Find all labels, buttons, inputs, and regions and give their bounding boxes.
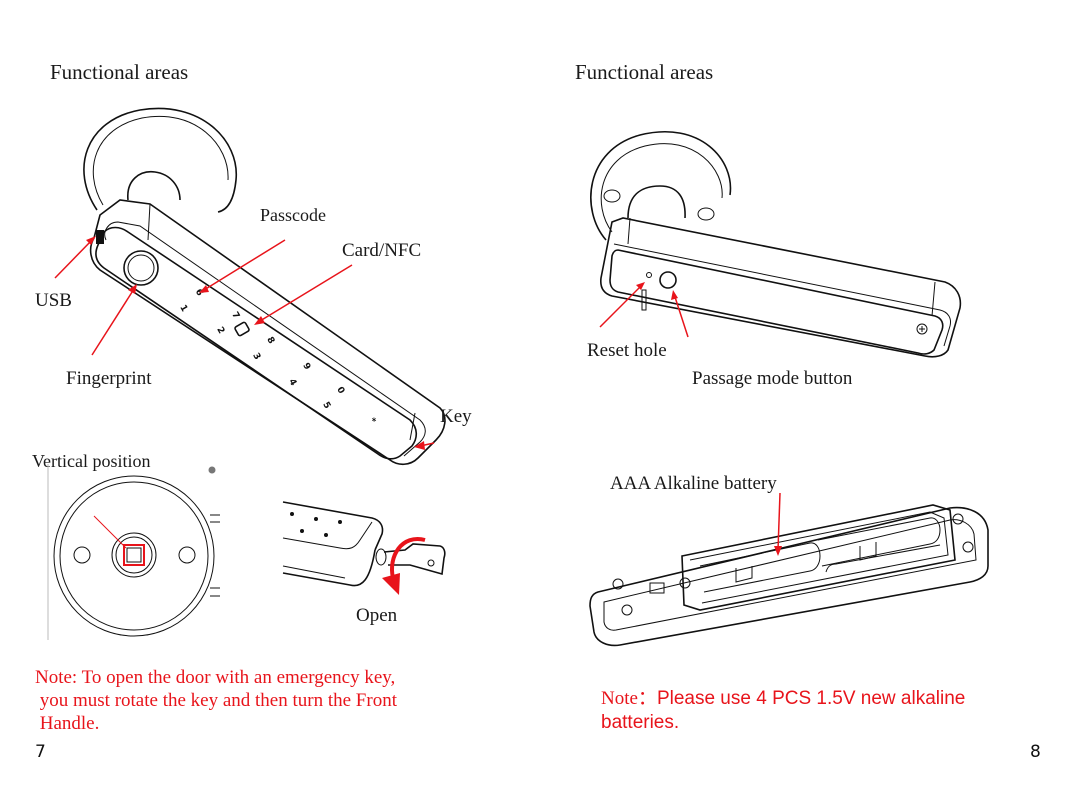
- screw-hole-right: [178, 546, 196, 564]
- card-reader-icon: [234, 321, 250, 337]
- rotate-arrow: [390, 537, 426, 579]
- screw-boss-right: [697, 207, 715, 221]
- battery-1: [699, 542, 821, 593]
- usb-port: [96, 230, 104, 244]
- card-nfc-arrow: [254, 264, 353, 325]
- page-7-note: Note: To open the door with an emergency…: [35, 666, 397, 735]
- page-7-title: Functional areas: [50, 60, 189, 84]
- keypad-digit-4: 4: [286, 377, 298, 387]
- keypad-digit-2: 2: [214, 325, 226, 335]
- keypad-digit-6: 6: [193, 288, 205, 298]
- keypad-digit-5: 5: [320, 400, 332, 410]
- page-number-7: 7: [35, 742, 46, 762]
- screw-boss-left: [603, 189, 621, 203]
- reset-pin: [641, 289, 647, 311]
- fingerprint-sensor: [123, 250, 159, 286]
- note-line-2: batteries.: [601, 712, 680, 733]
- keypad-digit-0: 0: [334, 385, 346, 395]
- reset-hole: [646, 272, 652, 278]
- keypad-digit-star: *: [366, 416, 377, 425]
- rose-outline: [83, 107, 237, 213]
- switch: [649, 582, 665, 594]
- screw-hole-left: [73, 546, 91, 564]
- card-nfc-label: Card/NFC: [342, 240, 422, 261]
- passage-mode-button: [659, 271, 677, 289]
- page-8-note: Note：Please use 4 PCS 1.5V new alkaline …: [601, 687, 965, 734]
- reset-hole-label: Reset hole: [587, 340, 667, 361]
- keypad-digit-9: 9: [300, 361, 312, 371]
- back-plate: [589, 506, 989, 647]
- screw-3: [679, 577, 691, 589]
- battery-label: AAA Alkaline battery: [610, 473, 777, 494]
- open-label: Open: [356, 605, 398, 626]
- lever-body: [599, 217, 962, 358]
- keypad-digit-7: 7: [229, 310, 241, 320]
- usb-label: USB: [35, 290, 72, 311]
- passage-mode-arrow: [671, 290, 689, 338]
- spindle-square: [123, 544, 145, 566]
- battery-2: [817, 517, 941, 567]
- key-arrow: [414, 441, 435, 450]
- battery-label-mark-1: [735, 566, 753, 583]
- screw-2: [621, 604, 633, 616]
- keypad-digit-1: 1: [177, 303, 189, 313]
- note-prefix: Note：: [601, 688, 657, 709]
- battery-3: [825, 544, 941, 573]
- screw-4: [952, 513, 964, 525]
- note-line-1: Note: To open the door with an emergency…: [35, 667, 396, 688]
- note-line-1: Please use 4 PCS 1.5V new alkaline: [656, 688, 966, 709]
- note-line-3: Handle.: [35, 713, 100, 734]
- usb-arrow: [54, 236, 96, 279]
- screw-5: [962, 541, 974, 553]
- emergency-key-illustration: [282, 501, 446, 595]
- screw-icon: [916, 323, 928, 335]
- vertical-position-illustration: [47, 464, 446, 640]
- rotate-arrow-head: [382, 573, 400, 595]
- front-handle-illustration: 6 1 7 2 8 3 9 4 0 5 *: [54, 107, 446, 466]
- battery-tray: [681, 504, 956, 611]
- note-line-2: you must rotate the key and then turn th…: [35, 690, 397, 711]
- lever-body: [89, 199, 446, 466]
- rose-outer-ring: [53, 475, 215, 637]
- battery-label-mark-2: [859, 542, 877, 561]
- fingerprint-label: Fingerprint: [66, 368, 152, 389]
- passcode-arrow: [199, 239, 286, 293]
- fingerprint-arrow: [91, 284, 137, 356]
- key-label: Key: [440, 406, 472, 427]
- screw-1: [612, 578, 624, 590]
- vertical-position-label: Vertical position: [32, 451, 151, 471]
- reset-hole-arrow: [599, 282, 645, 328]
- page-8-title: Functional areas: [575, 60, 714, 84]
- keypad-digit-3: 3: [250, 351, 262, 361]
- indicator-dot: [208, 466, 216, 474]
- rose-outline: [590, 130, 732, 241]
- page-number-8: 8: [1030, 742, 1041, 762]
- passage-mode-button-label: Passage mode button: [692, 368, 853, 389]
- keypad-digit-8: 8: [264, 335, 276, 345]
- battery-arrow: [774, 492, 782, 556]
- passcode-label: Passcode: [260, 205, 326, 225]
